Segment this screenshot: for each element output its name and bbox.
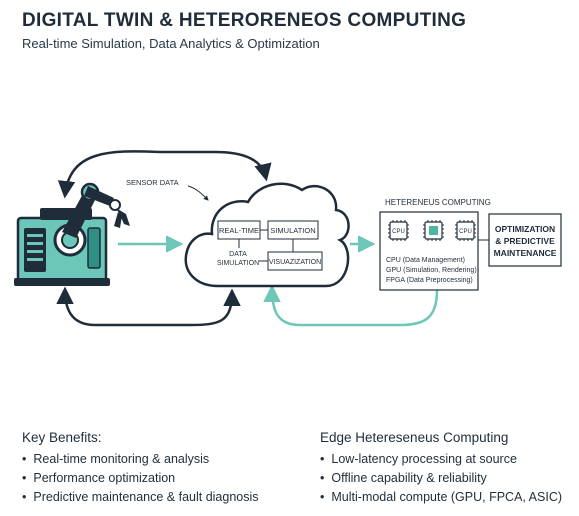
- sensor-pointer-arrow: [187, 185, 209, 201]
- hetero-title: HETERENEUS COMPUTING: [385, 198, 491, 207]
- page-subtitle: Real-time Simulation, Data Analytics & O…: [22, 36, 320, 51]
- visualization-label: VISUAZIZATION: [269, 259, 321, 266]
- optimization-box: [488, 213, 562, 267]
- hetero-line-2: GPU (Simulation, Rendering): [386, 267, 477, 274]
- list-item: Real-time monitoring & analysis: [22, 450, 259, 469]
- edge-computing-section: Edge Hetereseneus Computing Low-latency …: [320, 430, 562, 507]
- top-loop-arrow: [57, 150, 272, 199]
- hetero-line-3: FPGA (Data Preprocessing): [386, 277, 473, 284]
- list-item: Multi-modal compute (GPU, FPCA, ASIC): [320, 488, 562, 507]
- simulation-label: SIMULATION: [270, 226, 315, 235]
- list-item: Low-latency processing at source: [320, 450, 562, 469]
- edge-computing-heading: Edge Hetereseneus Computing: [320, 430, 509, 445]
- gpu-chip-icon: [423, 220, 444, 241]
- list-item: Predictive maintenance & fault diagnosis: [22, 488, 258, 507]
- cpu-chip-icon: [388, 220, 409, 241]
- list-item: Offline capability & reliability: [320, 469, 562, 488]
- robot-machine-icon: [14, 182, 130, 286]
- key-benefits-list: Real-time monitoring & analysis Performa…: [22, 450, 259, 507]
- teal-return-arrow: [263, 284, 439, 327]
- optimization-line-3: MAINTENANCE: [494, 248, 557, 258]
- real-time-label: REAL-TIME: [219, 226, 259, 235]
- list-item: Performance optimization: [22, 469, 259, 488]
- sensor-data-label: SENSOR DATA: [126, 178, 179, 187]
- edge-computing-list: Low-latency processing at source Offline…: [320, 450, 562, 507]
- optimization-line-1: OPTIMIZATION: [495, 224, 555, 234]
- cloud-shape: [184, 182, 350, 288]
- optimization-line-2: & PREDICTIVE: [495, 236, 555, 246]
- key-benefits-section: Key Benefits: Real-time monitoring & ana…: [22, 430, 259, 507]
- key-benefits-heading: Key Benefits:: [22, 430, 102, 445]
- page-title: DIGITAL TWIN & HETERORENEOS COMPUTING: [22, 10, 467, 31]
- bottom-loop-arrow: [56, 286, 241, 327]
- data-simulation-label-1: DATA: [229, 251, 247, 258]
- cpu-chip-label: CPU: [392, 229, 405, 235]
- hetero-line-1: CPU (Data Management): [386, 257, 465, 264]
- fpga-chip-label: CPU: [459, 229, 472, 235]
- data-simulation-label-2: SIMULATION: [217, 260, 259, 267]
- fpga-chip-icon: [455, 220, 476, 241]
